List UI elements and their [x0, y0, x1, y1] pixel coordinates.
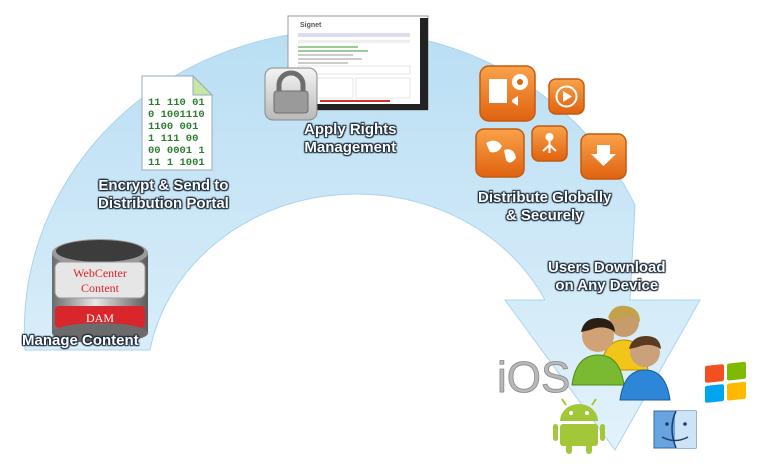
step-label-users-download: Users Download on Any Device [548, 259, 666, 294]
share-icon [531, 125, 568, 162]
media-file-icon [479, 65, 536, 122]
binary-line: 1 111 00 [148, 133, 198, 145]
binary-line: 00 0001 1 [148, 145, 205, 157]
play-icon [548, 78, 585, 115]
android-icon [553, 398, 605, 454]
binary-line: 11 1 1001 [148, 157, 205, 169]
database-brand-line1: WebCenter [73, 266, 127, 280]
binary-line: 0 1001110 [148, 109, 205, 121]
step-label-encrypt-send: Encrypt & Send to Distribution Portal [98, 177, 229, 212]
lock-icon [264, 67, 318, 121]
users-group-icon [571, 305, 671, 401]
windows-logo [705, 361, 746, 403]
binary-line: 1100 001 [148, 121, 198, 133]
step-label-manage-content: Manage Content [22, 332, 139, 349]
download-icon [580, 133, 627, 180]
mac-finder-icon [653, 410, 697, 449]
globe-icon [475, 128, 525, 178]
step-label-apply-rights: Apply Rights Management [304, 121, 397, 156]
step-label-distribute: Distribute Globally & Securely [478, 189, 612, 224]
database-dam-label: DAM [86, 311, 114, 325]
database-icon: WebCenter Content DAM [52, 239, 148, 343]
portal-logo: Signet [300, 22, 322, 29]
database-brand-line2: Content [81, 281, 120, 295]
ios-logo: iOS [497, 353, 570, 402]
binary-line: 11 110 01 [148, 97, 205, 109]
